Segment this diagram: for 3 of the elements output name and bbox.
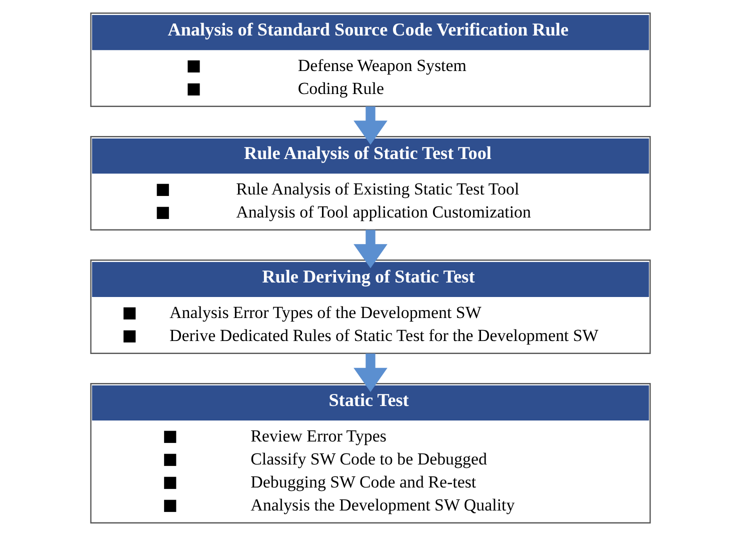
arrow xyxy=(354,106,388,145)
arrow xyxy=(354,230,388,268)
arrow xyxy=(354,354,388,392)
